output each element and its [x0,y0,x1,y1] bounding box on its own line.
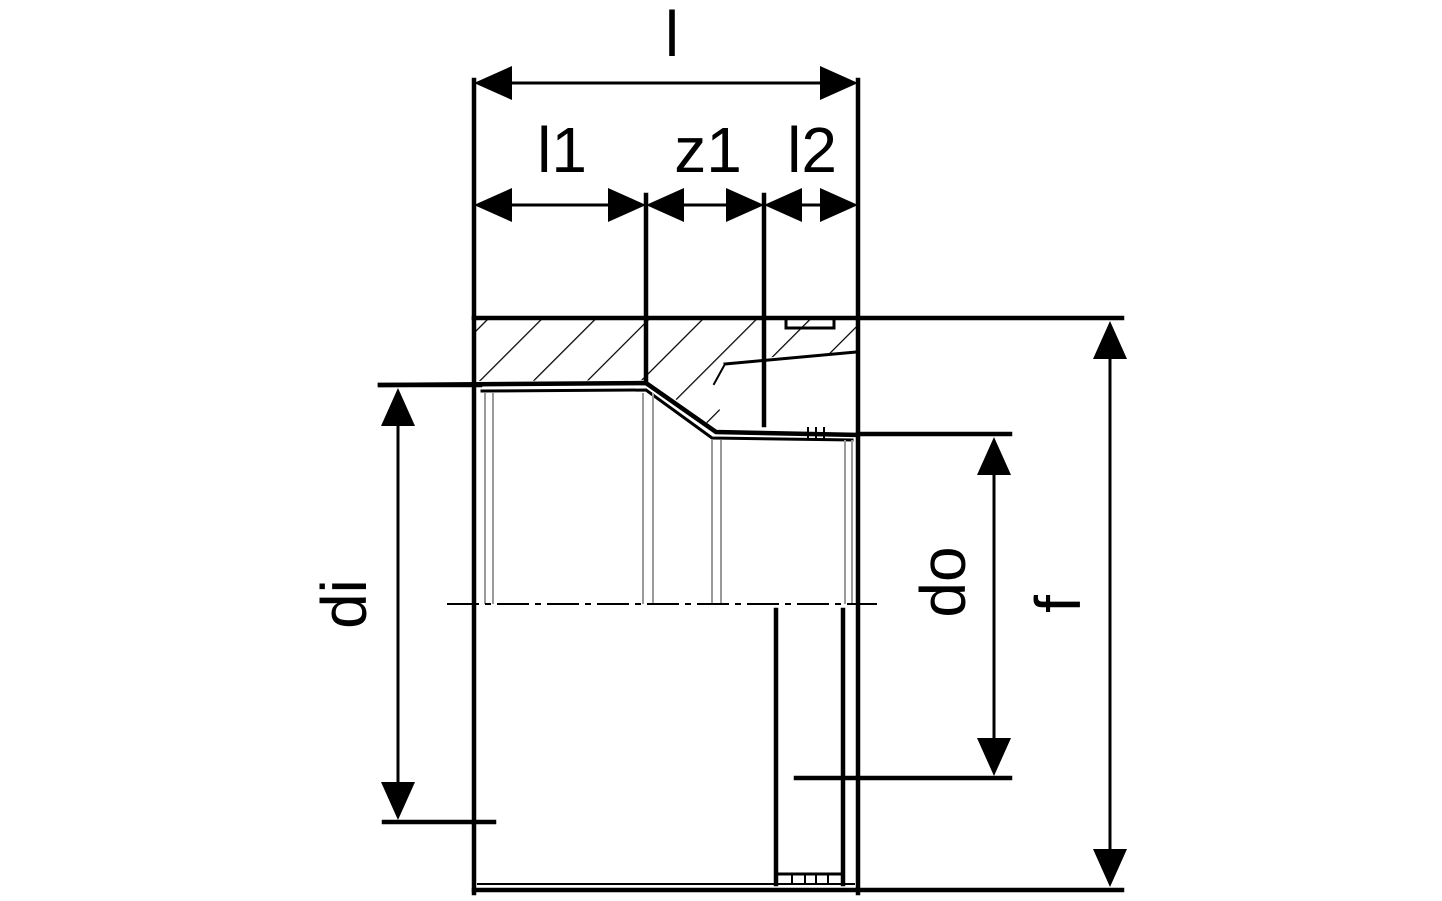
inner-bore-profile [377,380,861,442]
label-l2: l2 [787,114,837,186]
label-f: f [1022,595,1094,613]
label-z1: z1 [674,114,742,186]
label-do: do [907,546,979,617]
dimension-overall-length: l [474,0,858,100]
section-division-lines [471,77,861,428]
lower-half-lines [773,607,846,887]
fitting-body [471,315,1125,896]
hidden-lines [484,393,853,604]
dimension-segment-lengths: l1 z1 l2 [474,114,858,222]
label-l: l [665,0,679,70]
dimension-total-height: f [1022,321,1127,887]
dimension-outer-diameter: do [793,431,1013,781]
dimension-inner-diameter: di [308,382,497,825]
hatched-wall-section [476,316,858,428]
label-di: di [308,579,380,629]
label-l1: l1 [537,114,587,186]
